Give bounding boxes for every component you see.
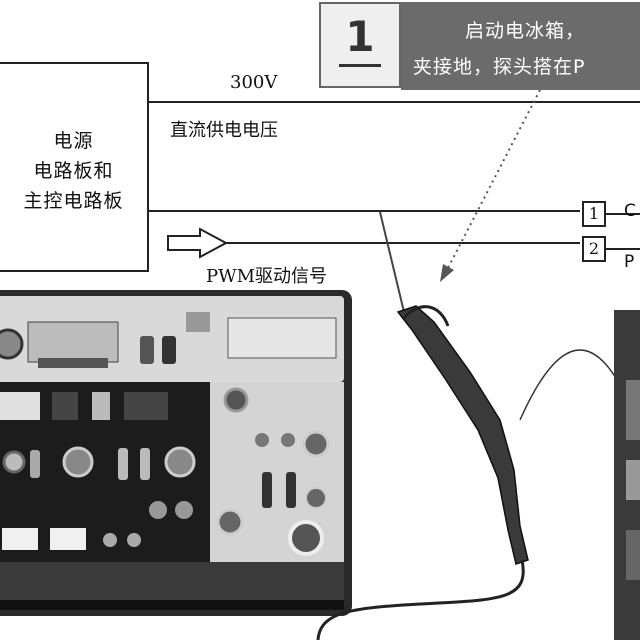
dc-supply-label: 直流供电电压	[170, 120, 278, 141]
block-label-line1: 电源	[53, 130, 94, 152]
pin-2-box: 2	[582, 236, 606, 262]
step-instruction-line1: 启动电冰箱，	[465, 20, 586, 42]
pin-1-label: C	[624, 201, 636, 221]
probe	[316, 211, 640, 640]
power-mainboard-block: 电源 电路板和 主控电路板	[0, 62, 149, 272]
callout-pointer-head	[440, 264, 454, 282]
block-label-line2: 电路板和	[33, 160, 114, 182]
step-number: 1	[345, 12, 375, 61]
pin-2-label: P	[624, 252, 635, 272]
step-instruction-panel: 启动电冰箱， 夹接地，探头搭在P	[401, 2, 640, 90]
step-callout: 1 启动电冰箱， 夹接地，探头搭在P	[319, 2, 640, 92]
pin-1-box: 1	[582, 201, 606, 227]
device-photo-edge	[614, 310, 640, 640]
callout-pointer	[447, 89, 541, 269]
oscilloscope	[0, 290, 352, 616]
pwm-arrow	[167, 227, 229, 259]
voltage-label: 300V	[230, 72, 278, 93]
pwm-signal-label: PWM驱动信号	[206, 266, 328, 287]
block-label-line3: 主控电路板	[23, 190, 124, 212]
step-number-box: 1	[319, 2, 401, 88]
step-instruction-line2: 夹接地，探头搭在P	[413, 56, 586, 78]
step-number-underline	[339, 64, 381, 67]
